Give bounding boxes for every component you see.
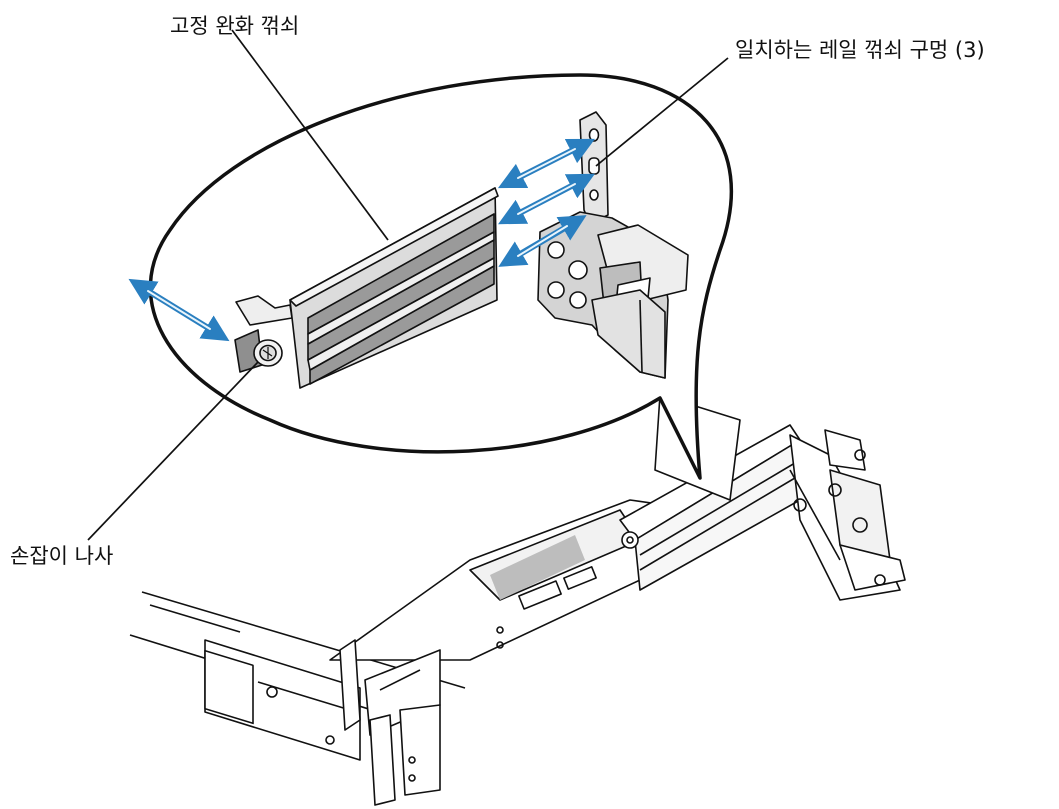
label-rail-latch-holes: 일치하는 레일 꺾쇠 구멍 (3) <box>735 38 985 62</box>
leader-rail-holes <box>595 57 729 167</box>
riser-bracket <box>234 187 499 389</box>
leader-release-latch <box>231 29 389 241</box>
alignment-arrows <box>128 138 596 342</box>
server-chassis <box>129 394 906 806</box>
label-thumbscrew: 손잡이 나사 <box>10 544 114 568</box>
leader-lines <box>87 29 729 541</box>
leader-thumbscrew <box>87 361 259 541</box>
label-release-latch: 고정 완화 꺾쇠 <box>170 14 300 38</box>
